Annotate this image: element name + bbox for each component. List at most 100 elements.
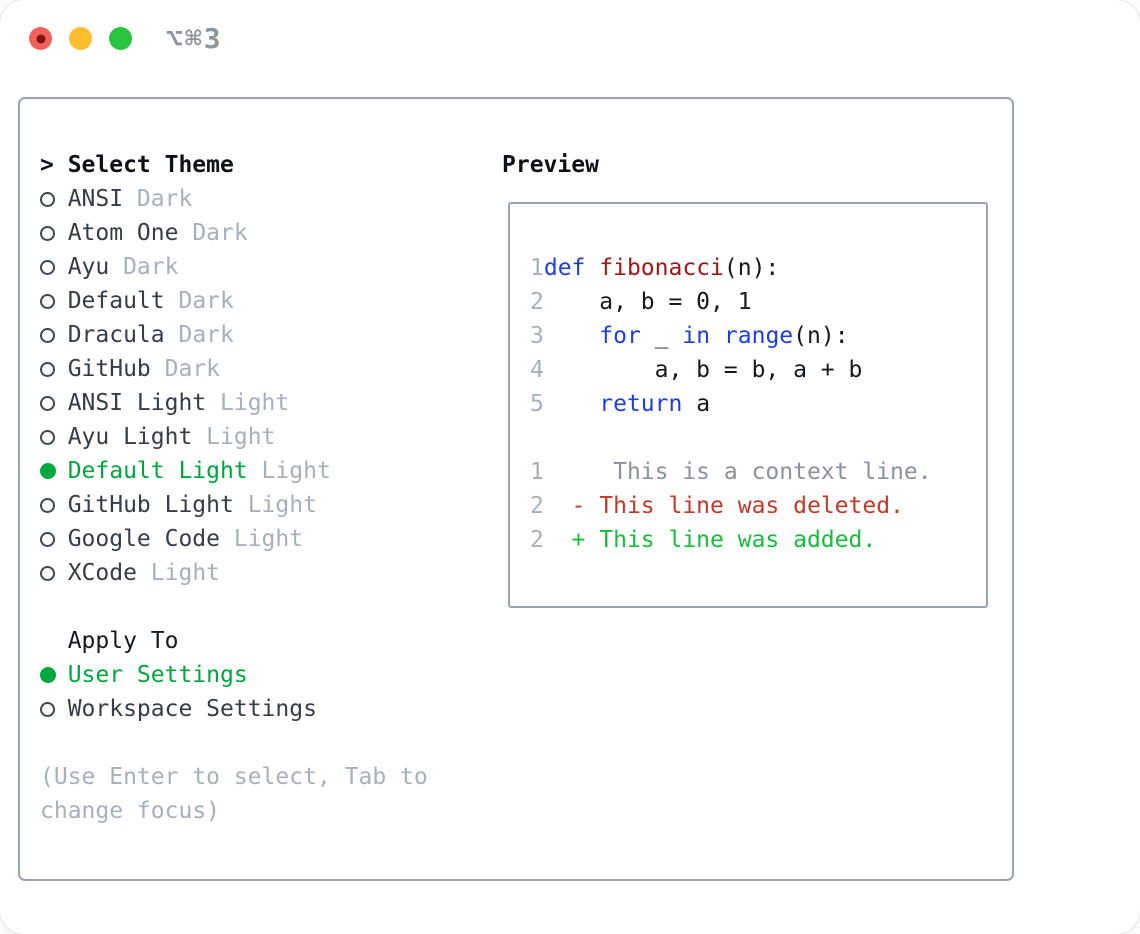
item-label: Google Code (67, 526, 221, 552)
theme-item-github-light[interactable]: GitHub Light Light (40, 488, 490, 522)
theme-item-github[interactable]: GitHub Dark (40, 352, 490, 386)
radio-unselected-icon (40, 497, 68, 513)
code-line: 2 + This line was added. (530, 523, 986, 557)
select-theme-header: >Select Theme (40, 148, 490, 182)
code-token: for (599, 323, 641, 349)
code-line: 5 return a (530, 387, 986, 421)
apply-to-label: Apply To (67, 628, 179, 654)
code-token (544, 323, 599, 349)
code-token: + This line was added. (543, 527, 877, 553)
item-variant-label: Light (220, 526, 304, 552)
code-line: 1 This is a context line. (530, 455, 986, 489)
item-label: Ayu Light (67, 424, 193, 450)
item-label: Atom One (67, 220, 179, 246)
code-token: range (723, 323, 794, 349)
code-line: 4 a, b = b, a + b (530, 353, 986, 387)
radio-unselected-icon (40, 225, 68, 241)
code-token: in (682, 323, 711, 349)
item-variant-label: Light (192, 424, 276, 450)
item-label: XCode (67, 560, 137, 586)
code-line: 3 for _ in range(n): (530, 319, 986, 353)
code-token: - This line was deleted. (543, 493, 904, 519)
code-line: 1 def fibonacci(n): (530, 251, 986, 285)
focus-caret-icon: > (40, 152, 54, 178)
spacer (40, 590, 490, 624)
code-token: fibonacci (599, 255, 724, 281)
radio-unselected-icon (40, 259, 68, 275)
window-title: ⌥⌘3 (166, 22, 223, 55)
item-label: User Settings (67, 662, 248, 688)
theme-item-ayu-light[interactable]: Ayu Light Light (40, 420, 490, 454)
radio-unselected-icon (40, 565, 68, 581)
close-button-icon[interactable] (29, 27, 52, 50)
item-label: Default (67, 288, 165, 314)
theme-item-default[interactable]: Default Dark (40, 284, 490, 318)
item-variant-label: Dark (150, 356, 221, 382)
apply-to-header: Apply To (40, 624, 490, 658)
radio-unselected-icon (40, 531, 68, 547)
item-variant-label: Dark (178, 220, 248, 246)
line-number: 1 (530, 255, 544, 281)
theme-item-ansi[interactable]: ANSI Dark (40, 182, 490, 216)
code-token: a, b = b, a + b (543, 357, 863, 383)
item-label: ANSI Light (67, 390, 207, 416)
code-token: a (682, 391, 711, 417)
radio-selected-icon (40, 463, 68, 479)
theme-item-ansi-light[interactable]: ANSI Light Light (40, 386, 490, 420)
preview-header: Preview (502, 152, 599, 178)
item-variant-label: Dark (109, 254, 179, 280)
traffic-lights (29, 27, 132, 50)
hint-text-line-2: change focus) (40, 798, 221, 824)
theme-item-ayu[interactable]: Ayu Dark (40, 250, 490, 284)
spacer (40, 726, 490, 760)
item-variant-label: Dark (164, 322, 234, 348)
item-label: Dracula (67, 322, 165, 348)
apply-option-workspace-settings[interactable]: Workspace Settings (40, 692, 490, 726)
code-token (544, 391, 599, 417)
radio-unselected-icon (40, 395, 68, 411)
item-label: GitHub (67, 356, 151, 382)
code-token (585, 255, 599, 281)
radio-unselected-icon (40, 191, 68, 207)
theme-item-dracula[interactable]: Dracula Dark (40, 318, 490, 352)
line-number: 2 (530, 527, 544, 553)
item-label: Ayu (67, 254, 110, 280)
line-number: 2 (530, 289, 544, 315)
item-label: Workspace Settings (67, 696, 317, 722)
theme-item-xcode[interactable]: XCode Light (40, 556, 490, 590)
item-label: Default Light (67, 458, 248, 484)
radio-selected-icon (40, 667, 68, 683)
code-token: a, b = 0, 1 (543, 289, 752, 315)
code-token: (n): (723, 255, 780, 281)
item-label: ANSI (67, 186, 124, 212)
item-variant-label: Dark (123, 186, 193, 212)
line-number: 5 (530, 391, 544, 417)
item-variant-label: Light (136, 560, 221, 586)
zoom-button-icon[interactable] (109, 27, 132, 50)
item-variant-label: Light (233, 492, 317, 518)
code-line: 2 - This line was deleted. (530, 489, 986, 523)
theme-item-atom-one[interactable]: Atom One Dark (40, 216, 490, 250)
item-variant-label: Light (247, 458, 331, 484)
radio-unselected-icon (40, 327, 68, 343)
line-number: 3 (530, 323, 544, 349)
theme-item-google-code[interactable]: Google Code Light (40, 522, 490, 556)
line-number: 2 (530, 493, 544, 519)
code-line (530, 421, 986, 455)
minimize-button-icon[interactable] (69, 27, 92, 50)
code-token: This is a context line. (543, 459, 932, 485)
code-line: 2 a, b = 0, 1 (530, 285, 986, 319)
radio-unselected-icon (40, 361, 68, 377)
apply-option-user-settings[interactable]: User Settings (40, 658, 490, 692)
titlebar: ⌥⌘3 (0, 0, 1140, 76)
theme-item-default-light[interactable]: Default Light Light (40, 454, 490, 488)
code-token: def (543, 255, 586, 281)
line-number: 1 (530, 459, 544, 485)
code-token: _ (640, 323, 683, 349)
